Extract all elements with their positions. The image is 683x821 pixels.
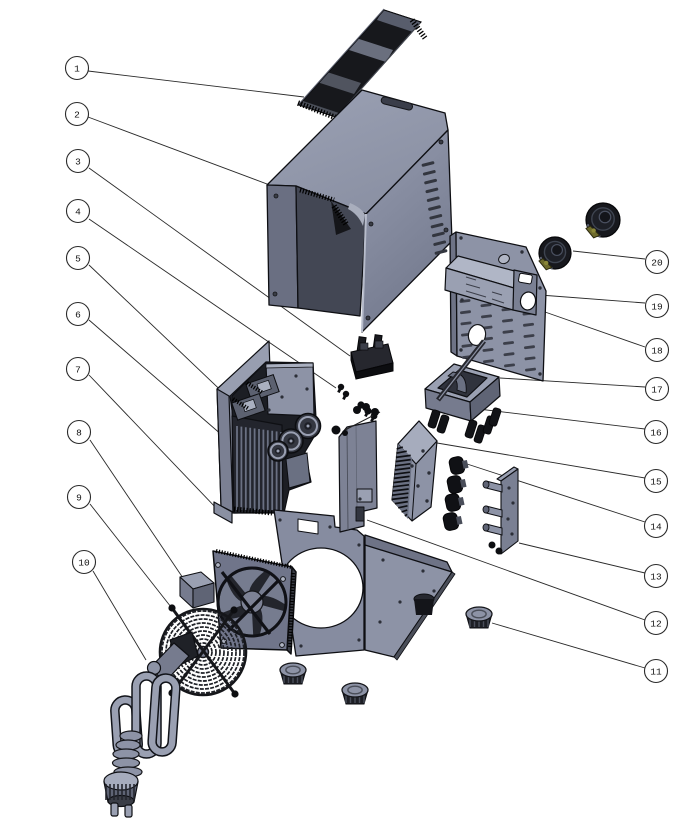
- svg-text:12: 12: [650, 619, 662, 630]
- svg-text:20: 20: [651, 258, 663, 269]
- svg-text:14: 14: [650, 522, 662, 533]
- svg-text:1: 1: [74, 64, 80, 75]
- svg-text:19: 19: [651, 302, 663, 313]
- svg-text:18: 18: [651, 346, 663, 357]
- svg-text:17: 17: [651, 385, 662, 396]
- svg-text:6: 6: [75, 310, 81, 321]
- svg-text:7: 7: [75, 365, 81, 376]
- svg-text:3: 3: [75, 157, 81, 168]
- svg-text:2: 2: [74, 110, 80, 121]
- svg-text:15: 15: [650, 477, 662, 488]
- svg-text:4: 4: [75, 207, 81, 218]
- svg-text:13: 13: [650, 572, 662, 583]
- svg-text:10: 10: [78, 558, 90, 569]
- svg-text:16: 16: [650, 428, 662, 439]
- svg-text:11: 11: [650, 667, 662, 678]
- svg-text:8: 8: [76, 428, 82, 439]
- svg-text:9: 9: [76, 493, 82, 504]
- svg-text:5: 5: [75, 254, 81, 265]
